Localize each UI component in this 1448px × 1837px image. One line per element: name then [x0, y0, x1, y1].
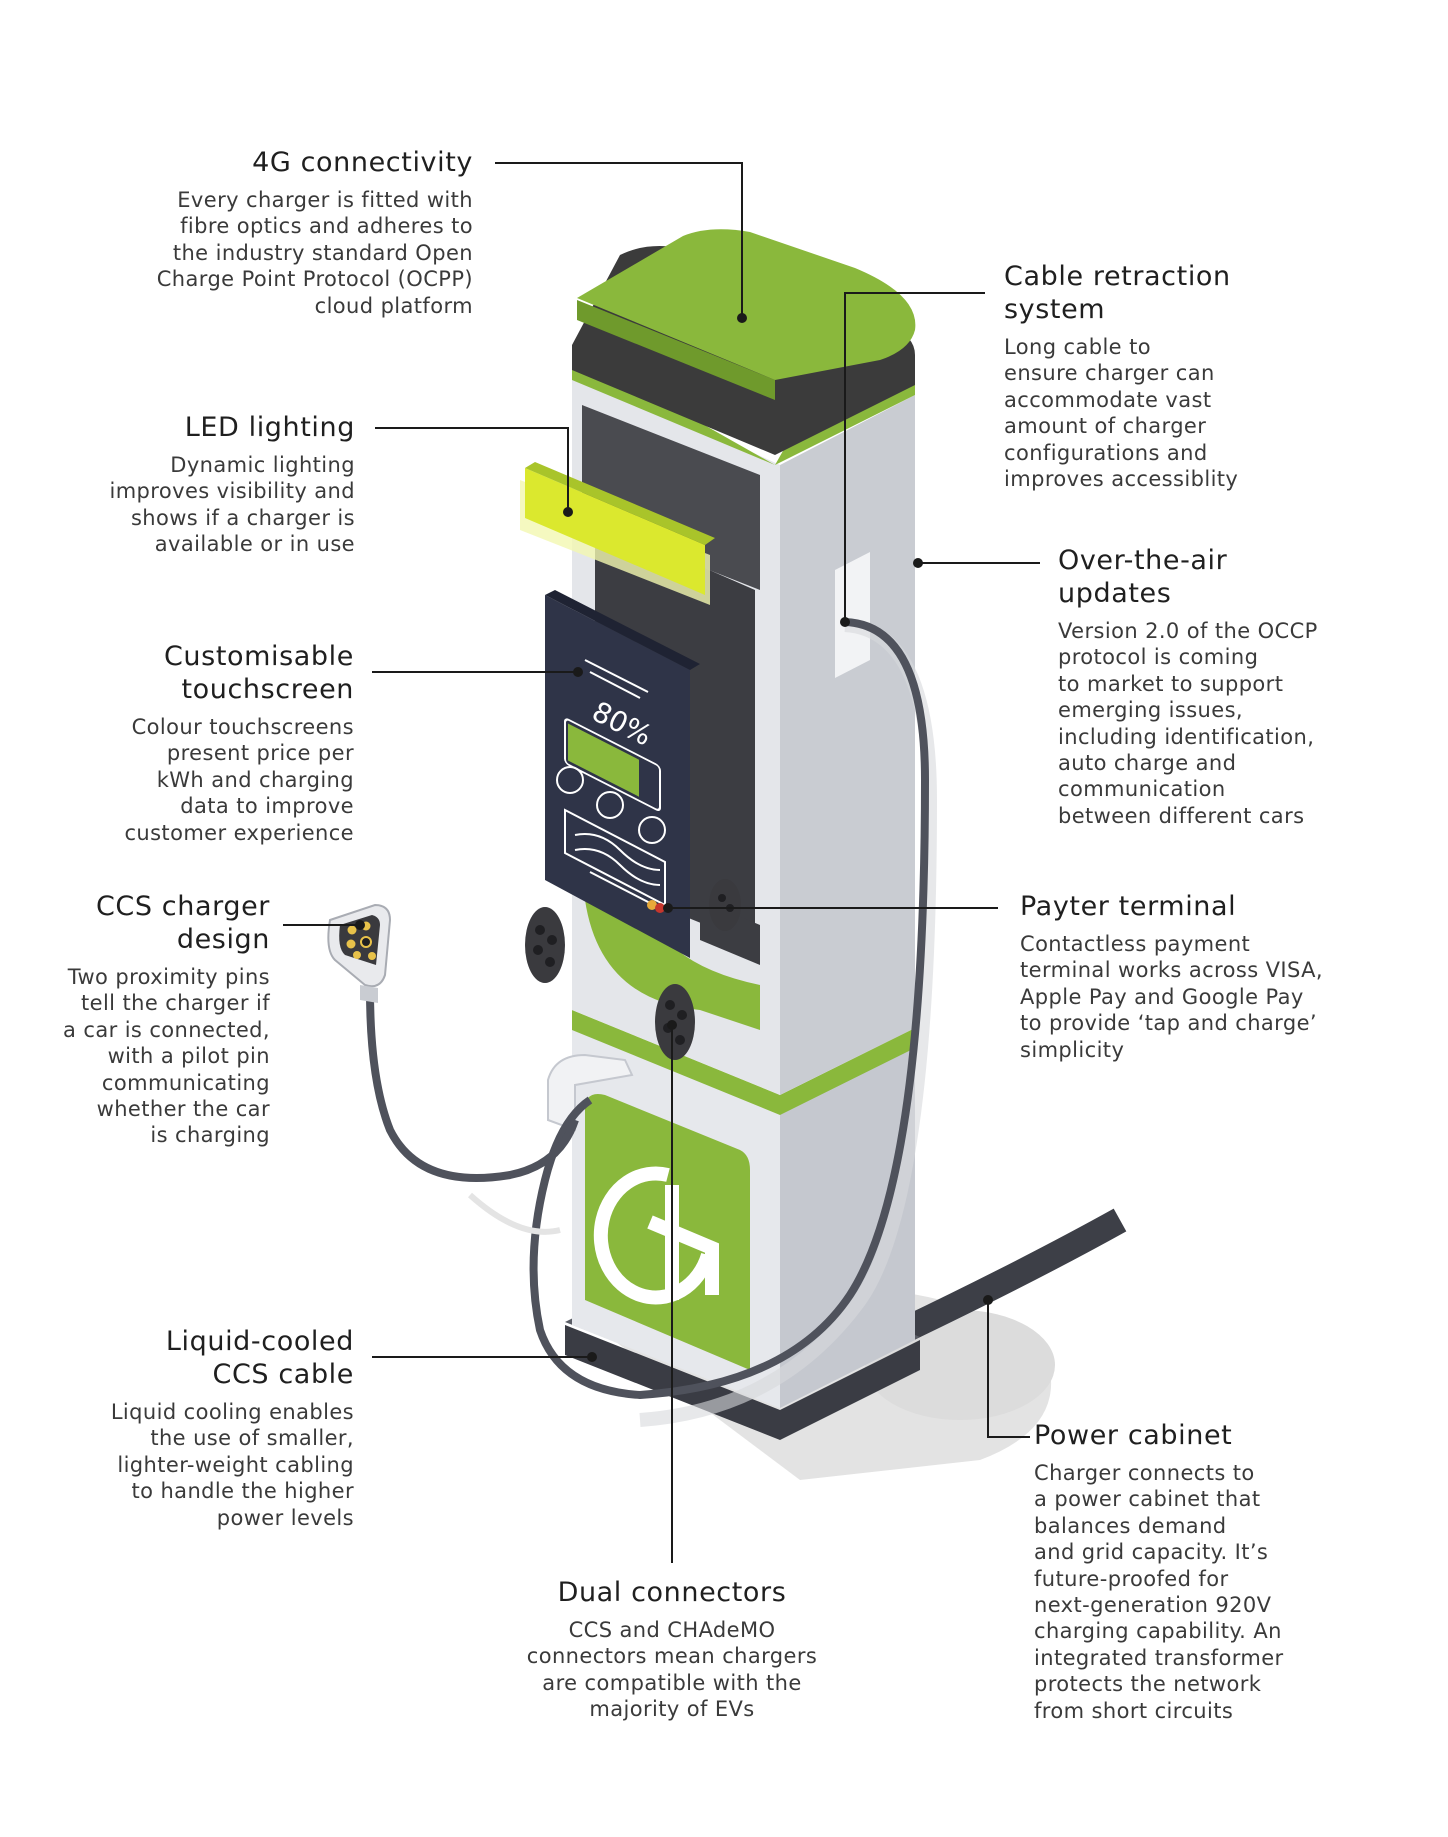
- callout-title: Cable retraction system: [1004, 261, 1231, 325]
- callout-title: Payter terminal: [1020, 891, 1237, 922]
- battery-charge-fill: [568, 723, 639, 797]
- callout-body: Liquid cooling enables the use of smalle…: [110, 1400, 354, 1530]
- touchscreen-edge: [545, 590, 700, 670]
- callout-led-lighting: LED lighting Dynamic lighting improves v…: [60, 411, 355, 558]
- callout-title: CCS charger design: [95, 891, 270, 955]
- side-slot: [835, 552, 870, 678]
- top-lid: [577, 300, 775, 400]
- callout-title: 4G connectivity: [252, 147, 473, 178]
- docked-nozzle: [547, 1053, 634, 1132]
- ccs-plug-icon: [327, 903, 392, 1003]
- lower-body-side: [780, 1038, 915, 1408]
- callout-cable-retraction: Cable retraction system Long cable to en…: [1004, 260, 1304, 492]
- callout-ccs-design: CCS charger design Two proximity pins te…: [20, 890, 270, 1149]
- mid-green-band: [572, 1010, 915, 1115]
- led-strip: [525, 468, 705, 595]
- callout-body: Colour touchscreens present price per kW…: [124, 715, 354, 845]
- liquid-cooled-cable-shadow: [467, 1192, 561, 1235]
- callout-body: Charger connects to a power cabinet that…: [1034, 1461, 1284, 1723]
- base-plinth: [565, 1325, 920, 1440]
- callout-title: Power cabinet: [1034, 1420, 1233, 1451]
- callout-body: Two proximity pins tell the charger if a…: [63, 965, 270, 1148]
- power-cabinet-cable: [899, 1208, 1127, 1342]
- callout-body: Every charger is fitted with fibre optic…: [156, 188, 473, 318]
- leader-lines: [283, 162, 1040, 1563]
- callout-title: Customisable touchscreen: [163, 641, 354, 705]
- rear-socket-icon: [709, 879, 741, 931]
- callout-liquid-cooled: Liquid-cooled CCS cable Liquid cooling e…: [60, 1325, 354, 1531]
- main-body-side: [780, 395, 915, 1095]
- led-strip-edge: [525, 462, 715, 545]
- callout-ota-updates: Over-the-air updates Version 2.0 of the …: [1058, 544, 1398, 829]
- callout-dual-connectors: Dual connectors CCS and CHAdeMO connecto…: [482, 1576, 862, 1723]
- payment-card-icon: [647, 900, 665, 913]
- callout-title: Dual connectors: [557, 1577, 787, 1608]
- callout-power-cabinet: Power cabinet Charger connects to a powe…: [1034, 1419, 1354, 1724]
- callout-body: Dynamic lighting improves visibility and…: [109, 453, 355, 557]
- callout-title: Over-the-air updates: [1058, 545, 1228, 609]
- callout-payter-terminal: Payter terminal Contactless payment term…: [1020, 890, 1380, 1063]
- callout-4g-connectivity: 4G connectivity Every charger is fitted …: [100, 146, 473, 319]
- callout-body: CCS and CHAdeMO connectors mean chargers…: [526, 1618, 818, 1722]
- chademo-socket-icon: [525, 907, 565, 983]
- callout-title: LED lighting: [184, 412, 355, 443]
- upper-recess: [582, 405, 760, 590]
- callout-body: Version 2.0 of the OCCP protocol is comi…: [1058, 619, 1318, 828]
- liquid-cooled-cable: [366, 989, 579, 1182]
- battery-icon: [564, 718, 661, 811]
- top-lid-face: [577, 229, 916, 380]
- callout-touchscreen: Customisable touchscreen Colour touchscr…: [60, 640, 354, 846]
- callout-body: Long cable to ensure charger can accommo…: [1004, 335, 1239, 492]
- callout-title: Liquid-cooled CCS cable: [165, 1326, 354, 1390]
- callout-body: Contactless payment terminal works acros…: [1020, 932, 1323, 1062]
